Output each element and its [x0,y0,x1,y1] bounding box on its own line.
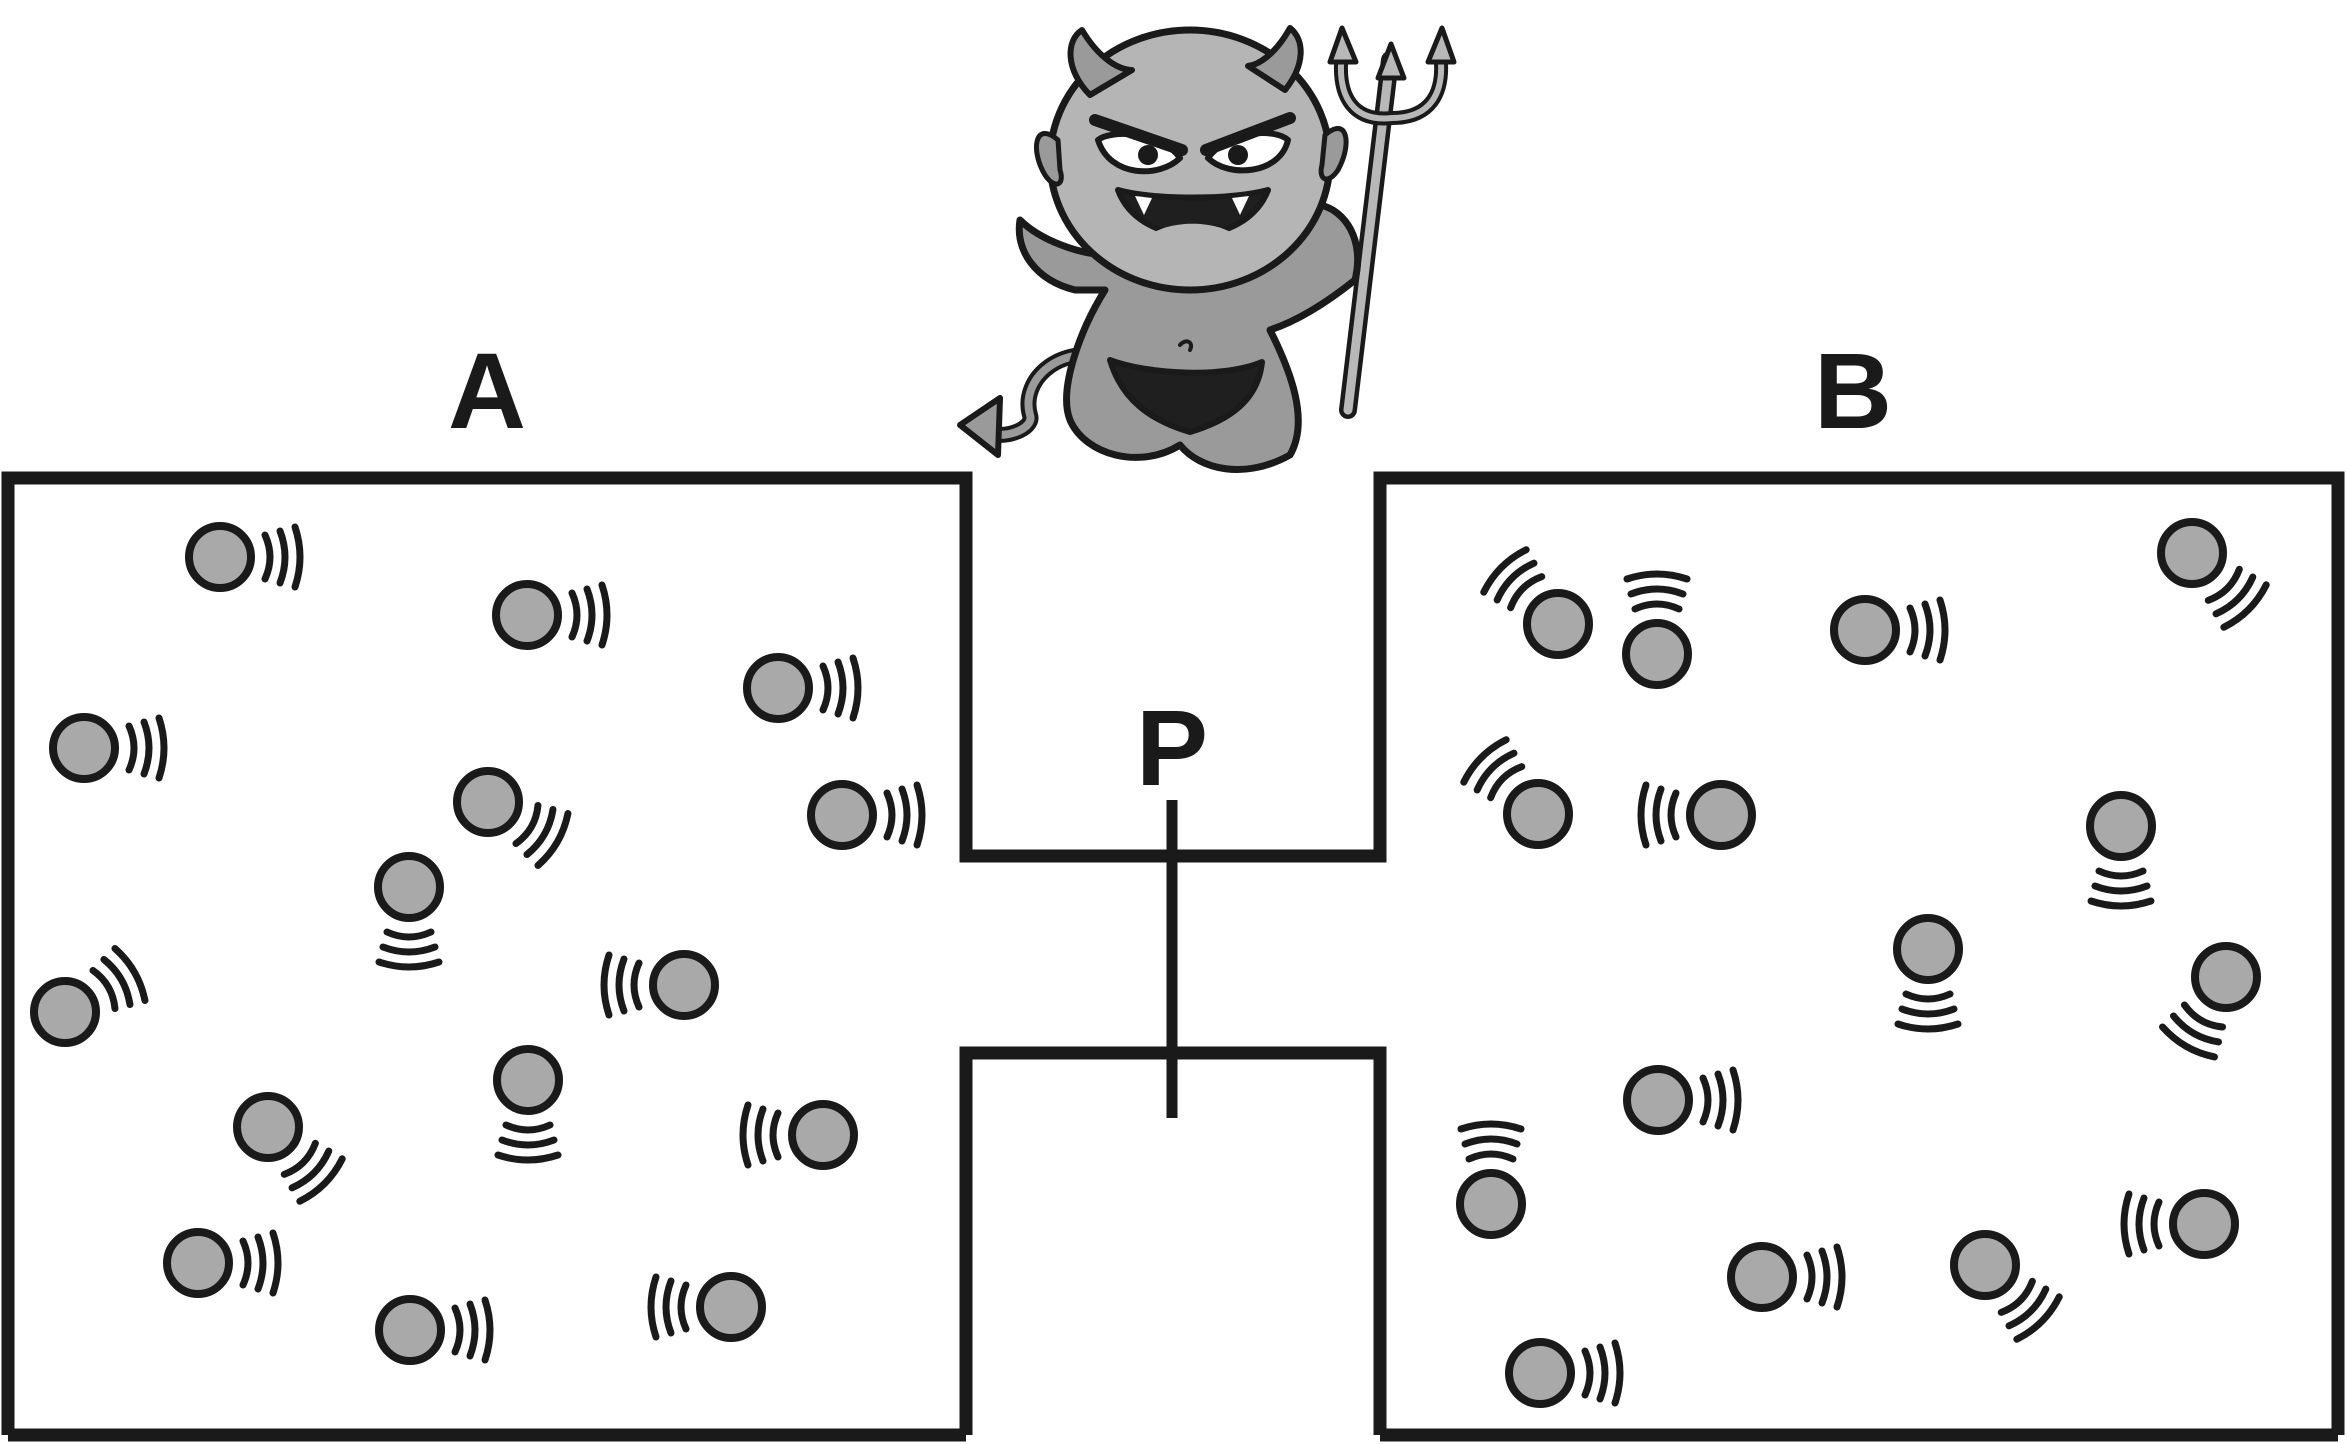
particle-ball [1523,589,1593,659]
particle-b-3 [1830,595,1949,665]
motion-lines [375,928,443,971]
motion-lines [1803,1243,1846,1311]
particle-b-5 [1460,736,1573,849]
particle-ball [1686,780,1756,850]
particle-ball [1893,914,1963,984]
particle-a-13 [375,1295,494,1365]
motion-lines [2159,1001,2227,1061]
motion-lines [2204,565,2270,631]
particles-box-a [30,522,926,1365]
particle-b-6 [1637,780,1756,850]
motion-lines [819,654,862,722]
motion-lines [1457,1120,1525,1163]
particle-ball [2086,791,2156,861]
motion-lines [2120,1190,2163,1258]
particle-b-1 [1480,546,1593,659]
particle-ball [2191,942,2261,1012]
particle-a-14 [647,1272,766,1342]
particle-b-14 [2120,1189,2239,1259]
motion-lines [600,951,643,1019]
demon-icon [957,25,1457,473]
trident-icon [1327,25,1457,419]
particle-ball [233,1092,303,1162]
motion-lines [451,1296,494,1364]
label-box-b: B [1814,330,1892,451]
particle-a-6 [374,852,444,971]
particle-a-2 [492,580,611,650]
motion-lines [512,801,572,869]
motion-lines [1581,1339,1624,1407]
particle-b-7 [2086,791,2156,910]
particle-b-2 [1622,570,1692,689]
label-partition-p: P [1136,687,1208,808]
particle-b-9 [2159,942,2261,1061]
particle-ball [649,950,719,1020]
particle-ball [493,1045,563,1115]
particle-ball [788,1100,858,1170]
particle-ball [1456,1169,1526,1239]
motion-lines [1699,1066,1742,1134]
particle-b-15 [1505,1338,1624,1408]
particle-b-8 [1893,914,1963,1033]
particle-a-3 [743,653,862,723]
motion-lines [261,523,304,591]
particle-a-15 [807,780,926,850]
particle-ball [374,852,444,922]
particle-ball [1830,595,1900,665]
particle-ball [1727,1242,1797,1312]
particle-b-10 [1623,1065,1742,1135]
motion-lines [1997,1277,2063,1343]
particle-a-5 [453,767,572,869]
motion-lines [280,1139,346,1205]
motion-lines [739,1101,782,1169]
motion-lines [239,1229,282,1297]
particle-ball [1503,779,1573,849]
motion-lines [494,1121,562,1164]
particle-ball [807,780,877,850]
particles-box-b [1456,518,2270,1408]
particle-ball [2157,518,2227,588]
particle-a-8 [600,950,719,1020]
particle-ball [30,977,100,1047]
particle-ball [453,767,523,837]
label-box-a: A [448,330,526,451]
particle-a-11 [739,1100,858,1170]
particle-a-9 [493,1045,563,1164]
motion-lines [1623,570,1691,613]
motion-lines [1480,546,1546,612]
motion-lines [2087,867,2155,910]
motion-lines [1637,781,1680,849]
particle-ball [1622,619,1692,689]
motion-lines [125,714,168,782]
particle-ball [1950,1230,2020,1300]
motion-lines [1894,990,1962,1033]
particle-ball [185,522,255,592]
particle-a-7 [30,945,149,1047]
particle-a-10 [233,1092,346,1205]
particle-ball [1505,1338,1575,1408]
particle-ball [1623,1065,1693,1135]
particle-ball [375,1295,445,1365]
particle-a-12 [163,1228,282,1298]
motion-lines [1460,736,1526,802]
particle-b-12 [1727,1242,1846,1312]
particle-b-13 [1950,1230,2063,1343]
particle-ball [743,653,813,723]
motion-lines [1906,596,1949,664]
particle-ball [696,1272,766,1342]
particle-a-1 [185,522,304,592]
particle-b-4 [2157,518,2270,631]
particle-b-11 [1456,1120,1526,1239]
particle-a-4 [49,713,168,783]
motion-lines [647,1273,690,1341]
particle-ball [49,713,119,783]
particle-ball [163,1228,233,1298]
particle-ball [492,580,562,650]
particle-ball [2169,1189,2239,1259]
motion-lines [89,945,149,1013]
motion-lines [883,781,926,849]
motion-lines [568,581,611,649]
